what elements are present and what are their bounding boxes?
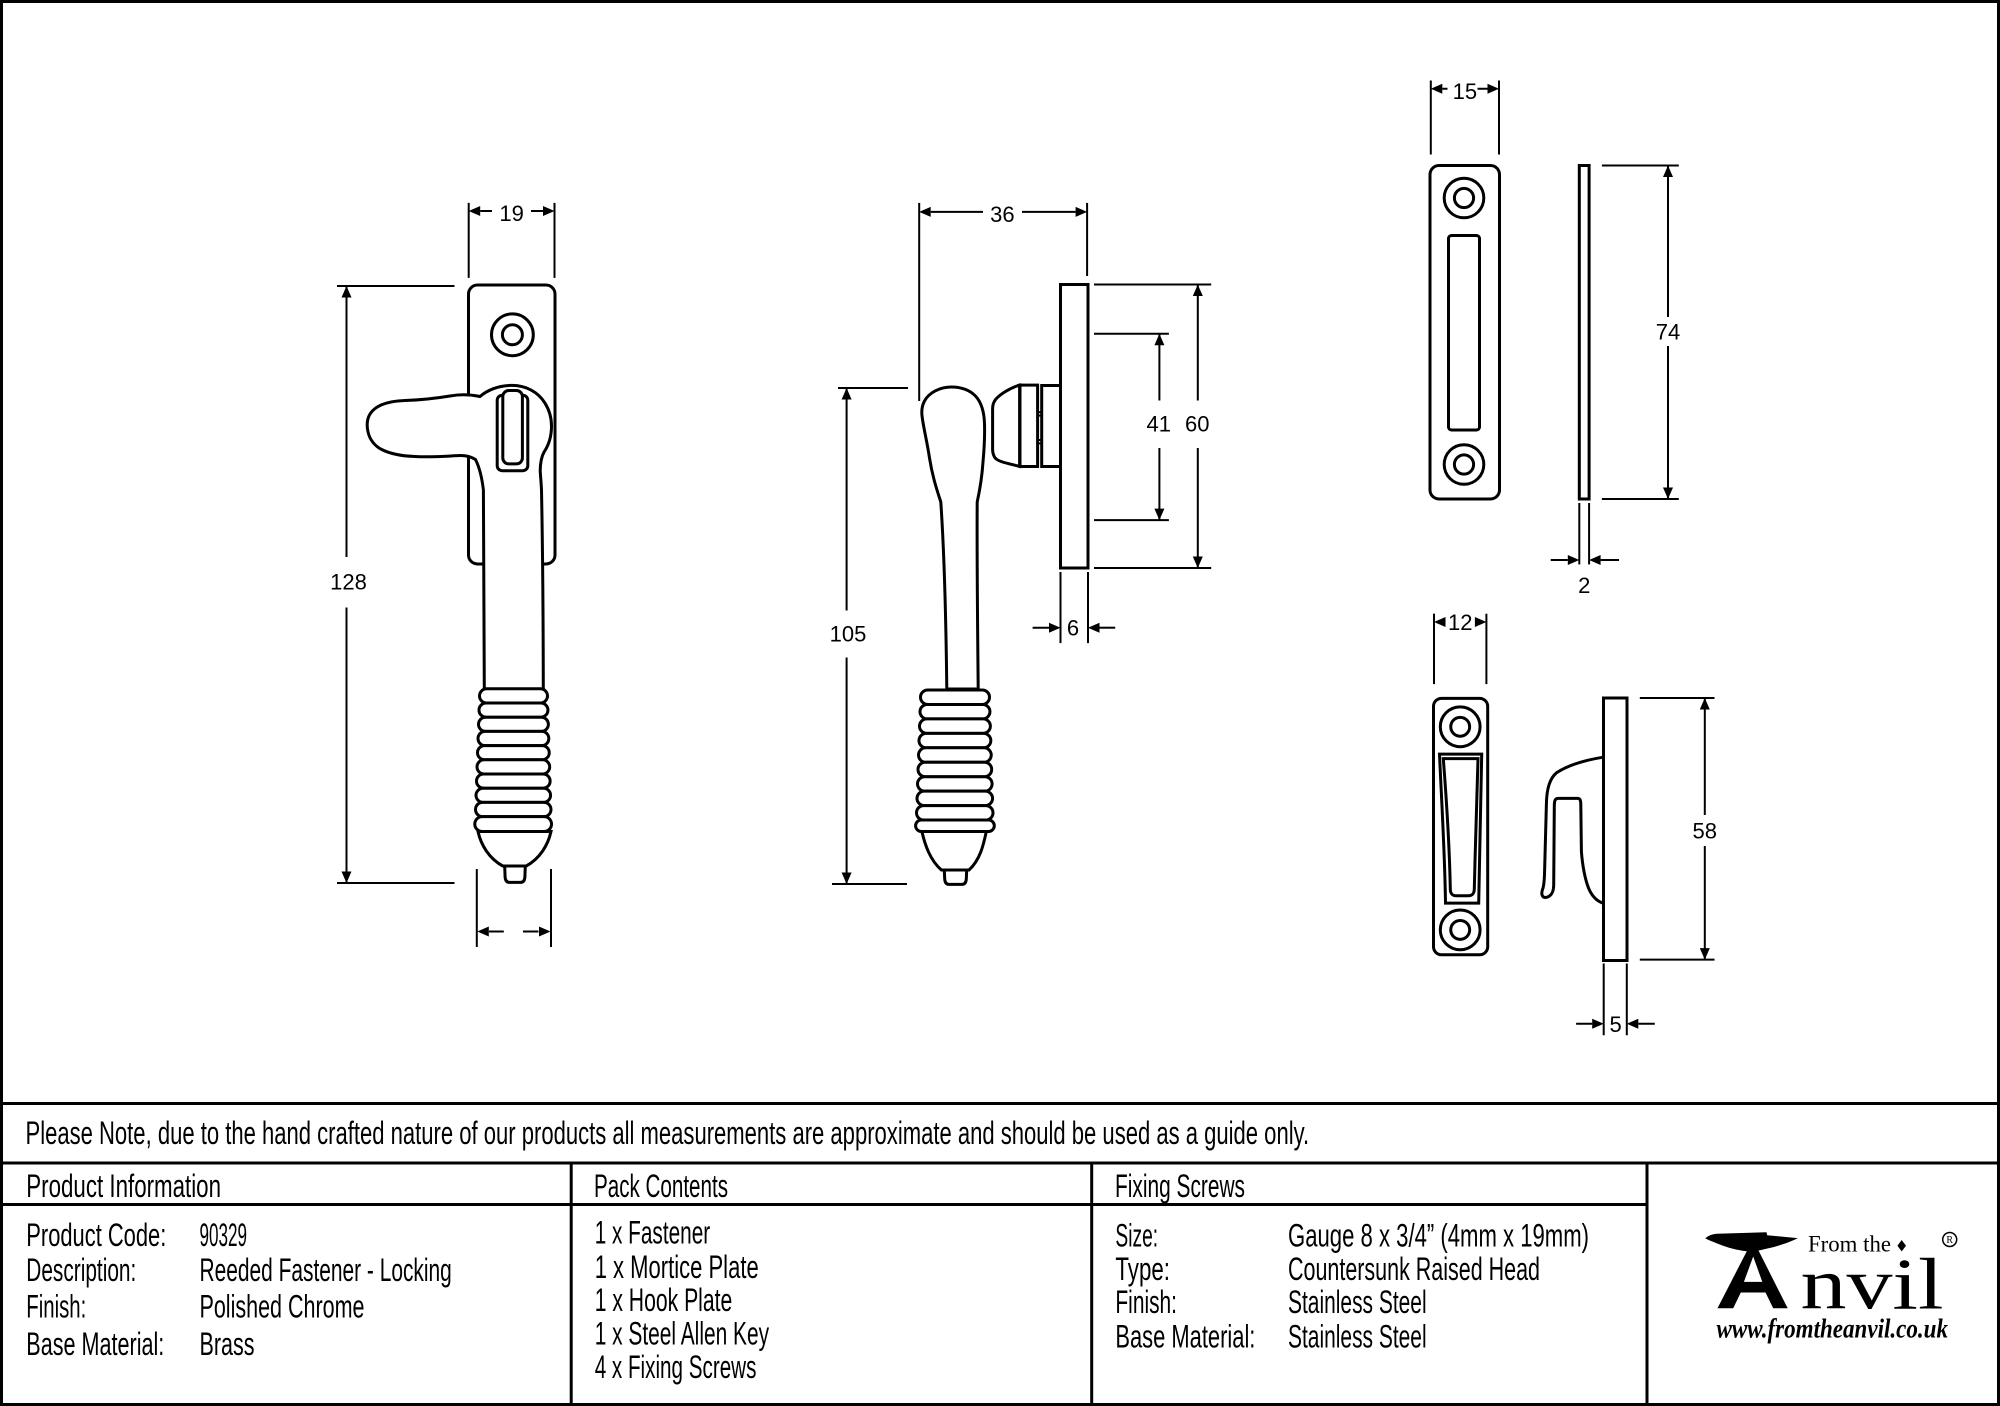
svg-text:Product Information: Product Information	[26, 1168, 221, 1204]
svg-text:Product Code:: Product Code:	[26, 1217, 166, 1253]
svg-text:Polished Chrome: Polished Chrome	[200, 1288, 365, 1324]
svg-text:Stainless Steel: Stainless Steel	[1288, 1284, 1427, 1320]
svg-text:105: 105	[830, 621, 867, 646]
svg-text:4 x Fixing Screws: 4 x Fixing Screws	[595, 1349, 757, 1385]
svg-text:Finish:: Finish:	[1115, 1284, 1177, 1320]
svg-text:5: 5	[1609, 1012, 1621, 1037]
svg-text:60: 60	[1185, 412, 1209, 437]
svg-text:1 x Fastener: 1 x Fastener	[595, 1215, 711, 1251]
svg-text:12: 12	[1448, 610, 1472, 635]
svg-text:58: 58	[1693, 819, 1717, 844]
svg-text:1 x Steel Allen Key: 1 x Steel Allen Key	[595, 1316, 769, 1352]
svg-text:Gauge 8 x 3/4” (4mm x 19mm): Gauge 8 x 3/4” (4mm x 19mm)	[1288, 1217, 1589, 1253]
svg-text:Fixing Screws: Fixing Screws	[1115, 1168, 1245, 1204]
svg-text:36: 36	[990, 202, 1014, 227]
svg-text:2: 2	[1578, 573, 1590, 598]
svg-text:R: R	[1946, 1235, 1953, 1246]
svg-text:1 x Hook Plate: 1 x Hook Plate	[595, 1282, 733, 1318]
svg-text:128: 128	[330, 570, 367, 595]
svg-text:Size:: Size:	[1115, 1217, 1158, 1253]
svg-text:Base Material:: Base Material:	[26, 1326, 164, 1362]
svg-text:Type:: Type:	[1115, 1251, 1170, 1287]
svg-text:Please Note, due to the hand c: Please Note, due to the hand crafted nat…	[26, 1115, 1310, 1151]
svg-text:90329: 90329	[200, 1217, 248, 1253]
svg-text:15: 15	[1453, 79, 1477, 104]
svg-text:From the: From the	[1808, 1232, 1891, 1257]
svg-text:6: 6	[1067, 616, 1079, 641]
svg-text:Reeded Fastener - Locking: Reeded Fastener - Locking	[200, 1252, 452, 1288]
svg-text:Stainless Steel: Stainless Steel	[1288, 1318, 1427, 1354]
svg-text:Pack Contents: Pack Contents	[594, 1168, 728, 1204]
svg-text:41: 41	[1147, 412, 1171, 437]
svg-text:nvil: nvil	[1801, 1244, 1944, 1325]
svg-text:Brass: Brass	[200, 1326, 255, 1362]
svg-text:19: 19	[499, 201, 523, 226]
svg-text:Finish:: Finish:	[26, 1288, 86, 1324]
svg-text:Base Material:: Base Material:	[1115, 1318, 1255, 1354]
svg-text:www.fromtheanvil.co.uk: www.fromtheanvil.co.uk	[1717, 1314, 1949, 1344]
svg-text:1 x Mortice Plate: 1 x Mortice Plate	[595, 1249, 759, 1285]
svg-text:Countersunk Raised Head: Countersunk Raised Head	[1288, 1251, 1540, 1287]
svg-text:74: 74	[1656, 320, 1680, 345]
svg-text:Description:: Description:	[26, 1252, 136, 1288]
